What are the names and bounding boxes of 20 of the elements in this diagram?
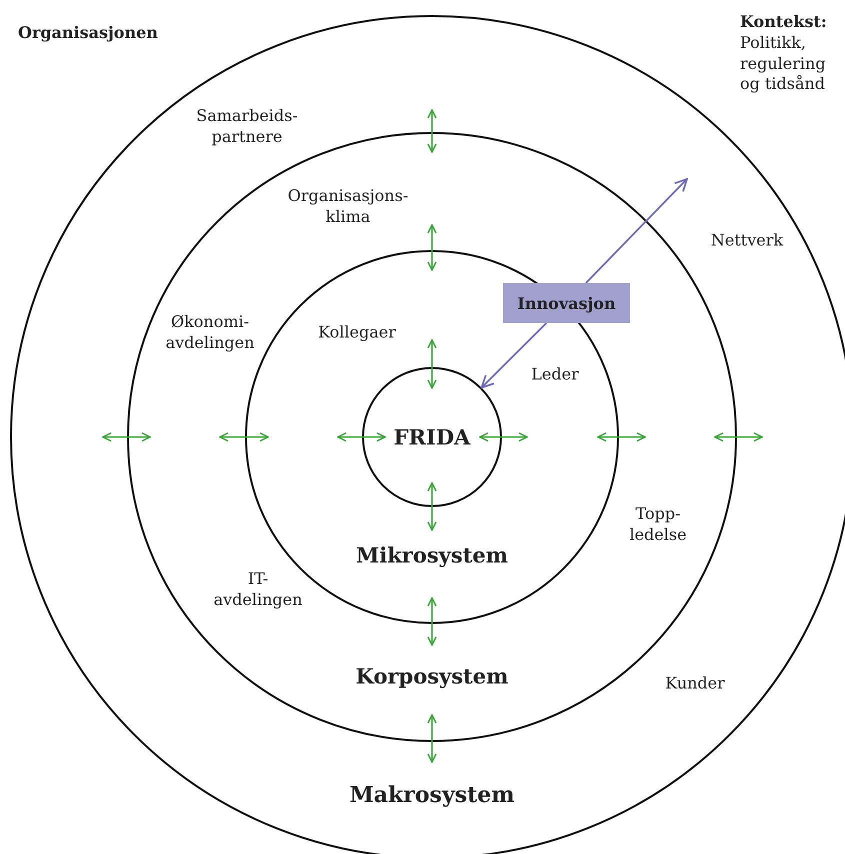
system-circle xyxy=(362,367,502,507)
system-label: Mikrosystem xyxy=(356,542,508,568)
area-label: Nettverk xyxy=(710,230,784,252)
area-label: Samarbeids-partnere xyxy=(196,106,298,148)
system-label: Korposystem xyxy=(356,664,508,688)
concept-box: Innovasjon xyxy=(503,283,630,323)
arrow xyxy=(480,322,548,388)
system-label: FRIDA xyxy=(394,424,470,450)
system-label: Makrosystem xyxy=(349,782,515,808)
area-label: Økonomi-avdelingen xyxy=(166,312,254,354)
area-label: Leder xyxy=(531,364,579,386)
area-label: Topp-ledelse xyxy=(629,504,687,546)
arrow xyxy=(585,178,688,284)
heading-label: Organisasjonen xyxy=(18,23,158,44)
area-label: IT-avdelingen xyxy=(214,569,302,611)
system-circle xyxy=(10,15,845,854)
area-label: Organisasjons-klima xyxy=(288,186,408,228)
area-label: Kunder xyxy=(665,674,725,694)
context-note: Kontekst: Politikk, regulering og tidsånd xyxy=(740,12,828,96)
area-label: Kollegaer xyxy=(318,322,396,344)
